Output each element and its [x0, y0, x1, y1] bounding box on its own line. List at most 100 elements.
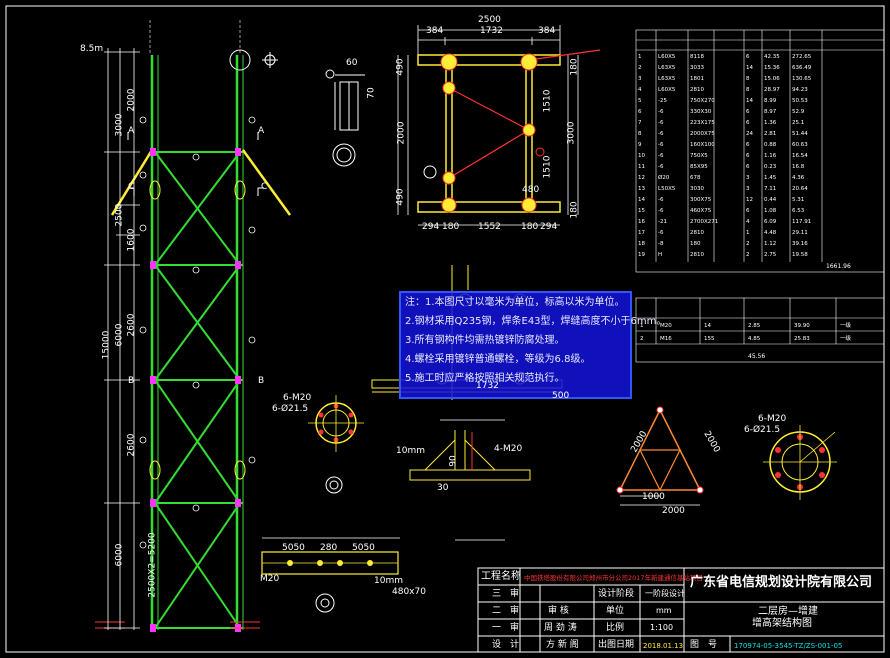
dim-label: 2000 — [126, 88, 137, 112]
dim-label: 2600 — [126, 433, 137, 457]
material-table-cell: 6 — [638, 109, 642, 115]
tb-role: 一 — [492, 623, 502, 633]
material-table-cell: 6 — [746, 142, 750, 148]
material-table-cell: 1.36 — [764, 120, 777, 126]
material-table-cell: 25.1 — [792, 120, 805, 126]
tb-role: 二 — [492, 606, 502, 616]
material-table-cell: -6 — [658, 164, 664, 170]
material-table-cell: -8 — [658, 241, 664, 247]
flange-detail-left — [308, 395, 364, 494]
detail-dim: 60 — [346, 58, 358, 68]
material-table-cell: 1 — [746, 230, 750, 236]
material-table-cell: 14 — [638, 197, 645, 203]
material-table-cell: 4.48 — [764, 230, 777, 236]
plan-dim: 490 — [395, 188, 406, 206]
material-table-cell: 3030 — [690, 186, 704, 192]
material-table-cell: 160X100 — [690, 142, 715, 148]
splice-dim: M20 — [260, 574, 280, 584]
tower-elevation — [95, 20, 292, 632]
tb-sign: 计 — [510, 640, 520, 650]
material-table-cell: 8 — [638, 131, 642, 137]
bolt-table-cell: 39.90 — [794, 323, 810, 329]
material-table-cell: 8.97 — [764, 109, 777, 115]
bolt-table-cell: 4.85 — [748, 336, 761, 342]
material-table-cell: -6 — [658, 153, 664, 159]
material-table-cell: 4 — [746, 219, 750, 225]
plan-dim: 384 — [426, 26, 444, 36]
project-name: 中国铁塔股份有限公司郑州市分公司2017年新建通信基站项目 — [524, 574, 704, 582]
material-table-cell: L63X5 — [658, 76, 676, 82]
material-table-cell: 3 — [746, 186, 750, 192]
splice-dim: 5050 — [282, 543, 305, 553]
material-table-cell: L63X5 — [658, 65, 676, 71]
bolt-table-cell: 一级 — [840, 336, 852, 342]
material-table-cell: 6.53 — [792, 208, 805, 214]
material-table-cell: -6 — [658, 230, 664, 236]
splice-dim: 10mm — [374, 576, 403, 586]
elevation-top-label: 8.5m — [80, 44, 104, 54]
splice-dim: 480x70 — [392, 587, 426, 597]
bolt-table-cell: 1 — [640, 323, 644, 329]
plate-dim: 30 — [437, 483, 449, 493]
drawing-no: 170974-05-3545-TZ/ZS-001-05 — [734, 642, 843, 650]
drawing-title-2: 增高架结构图 — [752, 618, 812, 629]
bolt-table-cell: 155 — [704, 336, 715, 342]
material-table-cell: 1.08 — [764, 208, 777, 214]
plan-dim: 384 — [538, 26, 556, 36]
splice-dim: 5050 — [352, 543, 375, 553]
material-table-cell: 19.58 — [792, 252, 808, 258]
material-table-cell: 94.23 — [792, 87, 808, 93]
material-table-cell: 85X95 — [690, 164, 708, 170]
bolt-spec: 6-Ø21.5 — [744, 425, 781, 435]
material-table-grid — [635, 29, 885, 273]
material-table-cell: 6 — [746, 120, 750, 126]
tb-value: 2018.01.13 — [643, 642, 684, 650]
bolt-table-cell: 一级 — [840, 323, 852, 329]
material-table-cell: 6.09 — [764, 219, 777, 225]
material-table-cell: 16 — [638, 219, 645, 225]
bolt-table-cell: M20 — [660, 323, 672, 329]
material-table-cell: 20.64 — [792, 186, 808, 192]
triangle-plan — [616, 406, 704, 506]
material-table-cell: 330X30 — [690, 109, 712, 115]
material-table-cell: 42.35 — [764, 54, 780, 60]
material-table-cell: 2700X271 — [690, 219, 719, 225]
material-table-cell: 16.54 — [792, 153, 808, 159]
title-block-grid — [477, 567, 885, 653]
material-table-cell: 13 — [638, 186, 645, 192]
drawing-title-1: 二层房—增建 — [758, 606, 818, 617]
material-table-cell: 6 — [746, 109, 750, 115]
company-name: 广东省电信规划设计院有限公司 — [690, 575, 873, 590]
material-table-cell: 0.44 — [764, 197, 777, 203]
tb-value: 一阶段设计 — [645, 589, 685, 598]
material-table-cell: 2.81 — [764, 131, 777, 137]
material-table-cell: 9 — [638, 142, 642, 148]
section-mark: C — [128, 182, 135, 192]
triangle-dim: 1000 — [642, 492, 665, 502]
material-table-cell: 8118 — [690, 54, 704, 60]
material-table-cell: 15.06 — [764, 76, 780, 82]
drawing-no-label: 图 号 — [690, 640, 718, 650]
material-table-cell: 28.97 — [764, 87, 780, 93]
dim-label: 2500X2=5200 — [147, 532, 158, 598]
bolt-table-cell: 14 — [704, 323, 711, 329]
material-table-cell: 1.16 — [764, 153, 777, 159]
tb-signer: 审 核 — [548, 606, 569, 616]
tb-field: 设计阶段 — [598, 589, 635, 599]
material-table-cell: 29.11 — [792, 230, 808, 236]
material-table-cell: 2810 — [690, 230, 704, 236]
tb-field: 比例 — [606, 623, 625, 633]
material-table-cell: -6 — [658, 142, 664, 148]
section-mark: B — [258, 376, 265, 386]
plan-dim: 180 — [521, 222, 539, 232]
material-table-cell: 6 — [746, 153, 750, 159]
material-table-cell: 272.65 — [792, 54, 812, 60]
tb-field: 单位 — [606, 606, 625, 616]
material-table-cell: 1.12 — [764, 241, 777, 247]
plan-dim: 294 — [422, 222, 440, 232]
plan-dim: 1732 — [480, 26, 503, 36]
dim-label: 1600 — [126, 228, 137, 252]
note-line: 2.钢材采用Q235钢，焊条E43型，焊缝高度不小于6mm。 — [405, 316, 667, 327]
tb-value: 1:100 — [650, 623, 674, 632]
